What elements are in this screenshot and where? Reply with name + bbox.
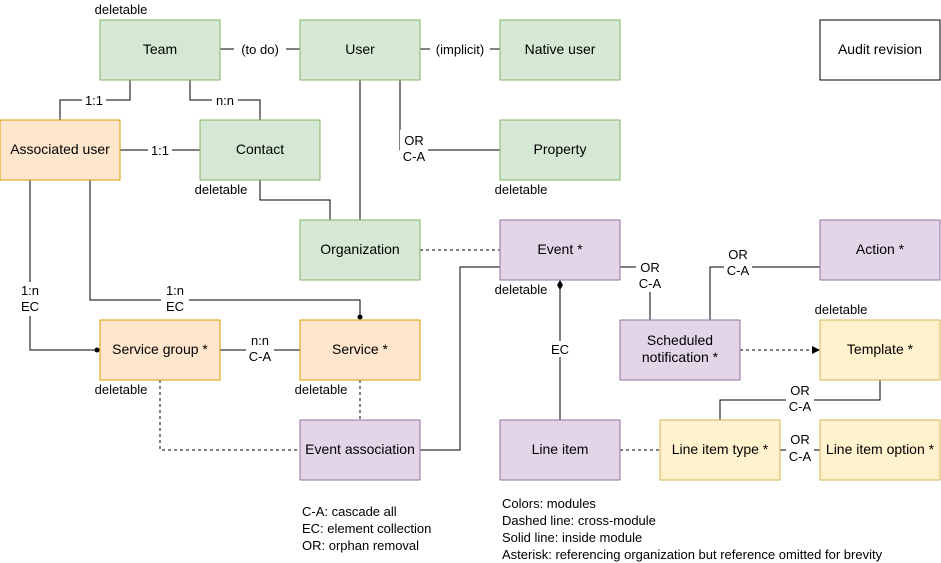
legend-colors: Colors: modules Dashed line: cross-modul… <box>502 496 883 562</box>
edge-label-event-line-item-ec: EC <box>551 342 569 357</box>
node-service[interactable]: Service * <box>299 319 421 381</box>
node-template[interactable]: Template * <box>819 319 941 381</box>
node-team[interactable]: Team <box>99 19 221 81</box>
legend-colors-line2: Dashed line: cross-module <box>502 513 656 528</box>
legend-abbrev-or: OR: orphan removal <box>302 538 419 553</box>
node-event[interactable]: Event * <box>499 219 621 281</box>
node-event-label: Event * <box>537 241 583 257</box>
edge-label-notification-action-ca: C-A <box>727 263 750 278</box>
node-native-user-label: Native user <box>525 41 596 57</box>
edge-label-user-property-ca: C-A <box>403 149 426 164</box>
node-associated-user[interactable]: Associated user <box>0 119 121 181</box>
edge-label-notification-action-or: OR <box>728 247 748 262</box>
deletable-template: deletable <box>815 302 868 317</box>
node-line-item-type[interactable]: Line item type * <box>659 419 781 481</box>
edge-end-marker <box>357 314 363 320</box>
edge-label-associated-user-contact: 1:1 <box>151 143 169 158</box>
deletable-property: deletable <box>495 182 548 197</box>
deletable-service-group: deletable <box>95 382 148 397</box>
node-team-label: Team <box>143 41 177 57</box>
node-organization-label: Organization <box>320 241 399 257</box>
node-line-item-type-label: Line item type * <box>672 441 769 457</box>
edge-end-marker <box>94 347 100 353</box>
node-scheduled-notification-label-line1: Scheduled <box>647 332 713 348</box>
node-action[interactable]: Action * <box>819 219 941 281</box>
edge-label-template-line-item-type-or: OR <box>790 383 810 398</box>
edge-label-line-item-option-ca: C-A <box>789 449 812 464</box>
edge-label-implicit: (implicit) <box>436 42 484 57</box>
edge-end-marker <box>557 280 563 290</box>
edge-associated-user-service-group <box>29 180 98 351</box>
edge-label-line-item-option-or: OR <box>790 432 810 447</box>
edge-contact-organization <box>259 180 331 220</box>
node-service-group-label: Service group * <box>112 341 208 357</box>
edge-label-service-1n: 1:n <box>166 283 184 298</box>
edge-scheduled-notification-action <box>709 266 820 320</box>
node-line-item[interactable]: Line item <box>499 419 621 481</box>
node-property-label: Property <box>534 141 587 157</box>
node-service-group[interactable]: Service group * <box>99 319 221 381</box>
edge-service-group-event-association <box>159 380 300 451</box>
edge-label-to-do: (to do) <box>241 42 279 57</box>
node-scheduled-notification[interactable]: Scheduled notification * <box>619 319 741 381</box>
legend-abbreviations: C-A: cascade all EC: element collection … <box>302 504 431 553</box>
node-template-label: Template * <box>847 341 914 357</box>
node-user-label: User <box>345 41 375 57</box>
node-audit-revision-label: Audit revision <box>838 41 922 57</box>
edge-label-service-group-1n: 1:n <box>21 283 39 298</box>
node-event-association[interactable]: Event association <box>299 419 421 481</box>
nodes: Team User Native user Contact Property O… <box>0 19 941 481</box>
deletable-team: deletable <box>95 2 148 17</box>
node-line-item-option[interactable]: Line item option * <box>819 419 941 481</box>
edge-label-event-notification-or: OR <box>640 260 660 275</box>
deletable-service: deletable <box>295 382 348 397</box>
node-user[interactable]: User <box>299 19 421 81</box>
edge-label-event-notification-ca: C-A <box>639 276 662 291</box>
edge-label-service-ec: EC <box>166 299 184 314</box>
edge-label-service-group-service-nn: n:n <box>251 333 269 348</box>
node-line-item-option-label: Line item option * <box>826 441 935 457</box>
deletable-annotations: deletable deletable deletable deletable … <box>95 2 868 397</box>
node-line-item-label: Line item <box>532 441 589 457</box>
node-organization[interactable]: Organization <box>299 219 421 281</box>
legend-colors-line3: Solid line: inside module <box>502 530 642 545</box>
node-contact-label: Contact <box>236 141 284 157</box>
node-audit-revision[interactable]: Audit revision <box>819 19 941 81</box>
arrowhead <box>812 346 820 354</box>
edge-label-team-associated-user: 1:1 <box>85 93 103 108</box>
node-associated-user-label: Associated user <box>10 141 110 157</box>
legend-abbrev-ca: C-A: cascade all <box>302 504 397 519</box>
edge-label-team-contact: n:n <box>216 93 234 108</box>
legend-abbrev-ec: EC: element collection <box>302 521 431 536</box>
deletable-event: deletable <box>495 282 548 297</box>
edge-associated-user-service <box>89 180 361 318</box>
legend-colors-line4: Asterisk: referencing organization but r… <box>502 547 883 562</box>
edge-label-template-line-item-type-ca: C-A <box>789 399 812 414</box>
deletable-contact: deletable <box>195 182 248 197</box>
edge-label-service-group-service-ca: C-A <box>249 349 272 364</box>
edge-label-service-group-ec: EC <box>21 299 39 314</box>
node-native-user[interactable]: Native user <box>499 19 621 81</box>
node-scheduled-notification-label-line2: notification * <box>642 349 719 365</box>
node-service-label: Service * <box>332 341 389 357</box>
node-action-label: Action * <box>856 241 905 257</box>
node-contact[interactable]: Contact <box>199 119 321 181</box>
edge-labels: (to do) (implicit) 1:1 n:n 1:1 OR C-A 1:… <box>16 40 814 466</box>
node-property[interactable]: Property <box>499 119 621 181</box>
node-event-association-label: Event association <box>305 441 415 457</box>
edge-event-association-event <box>420 266 500 451</box>
edge-label-user-property-or: OR <box>404 133 424 148</box>
legend-colors-line1: Colors: modules <box>502 496 596 511</box>
edges <box>29 48 881 451</box>
